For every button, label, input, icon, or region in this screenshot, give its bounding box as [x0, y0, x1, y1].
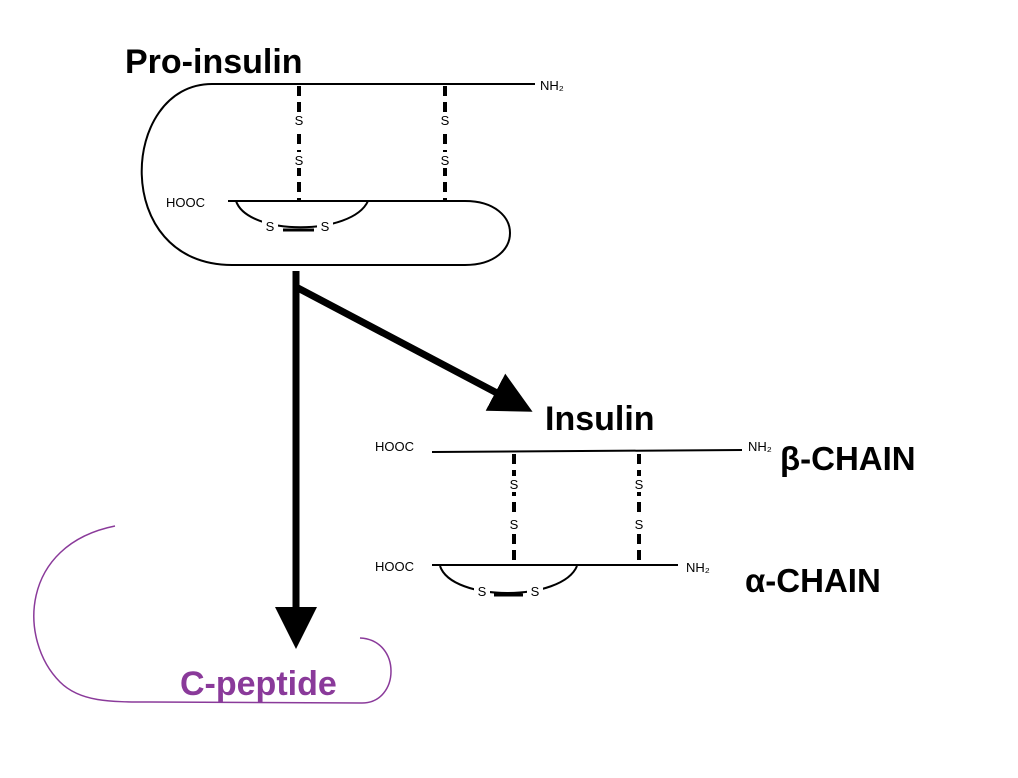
beta-chain-nh2-label: NH₂: [748, 439, 772, 454]
sulfur-label: S: [441, 113, 450, 128]
alpha-chain-nh2-label: NH₂: [686, 560, 710, 575]
sulfur-label: S: [510, 477, 519, 492]
cpeptide-strand: [33, 525, 392, 704]
sulfur-label: S: [635, 517, 644, 532]
arrow-to-insulin: [294, 283, 533, 412]
sulfur-label: S: [295, 153, 304, 168]
sulfur-label: S: [635, 477, 644, 492]
beta-chain-hooc-label: HOOC: [375, 439, 414, 454]
insulin-disulfide-bridge-1: S S: [505, 454, 523, 564]
proinsulin-inner-strand: [228, 200, 511, 266]
cpeptide-label: C-peptide: [180, 665, 337, 703]
sulfur-label: S: [531, 584, 540, 599]
proinsulin-nh2-label: NH₂: [540, 78, 564, 93]
insulin-disulfide-bridge-2: S S: [630, 454, 648, 564]
insulin-intrachain-disulfide: S S: [439, 565, 578, 599]
proinsulin-disulfide-bridge-1: S S: [290, 86, 308, 200]
sulfur-label: S: [321, 219, 330, 234]
proinsulin-disulfide-bridge-2: S S: [436, 86, 454, 200]
insulin-title: Insulin: [545, 400, 655, 438]
beta-chain-label: β-CHAIN: [780, 440, 916, 477]
sulfur-label: S: [510, 517, 519, 532]
alpha-chain-hooc-label: HOOC: [375, 559, 414, 574]
sulfur-label: S: [266, 219, 275, 234]
proinsulin-outer-strand: [140, 83, 535, 266]
sulfur-label: S: [478, 584, 487, 599]
beta-chain-strand: [431, 449, 743, 453]
sulfur-label: S: [295, 113, 304, 128]
alpha-chain-label: α-CHAIN: [745, 562, 881, 599]
proinsulin-title: Pro-insulin: [125, 43, 303, 81]
proinsulin-intrachain-disulfide: S S: [235, 200, 369, 234]
sulfur-label: S: [441, 153, 450, 168]
proinsulin-hooc-label: HOOC: [166, 195, 205, 210]
